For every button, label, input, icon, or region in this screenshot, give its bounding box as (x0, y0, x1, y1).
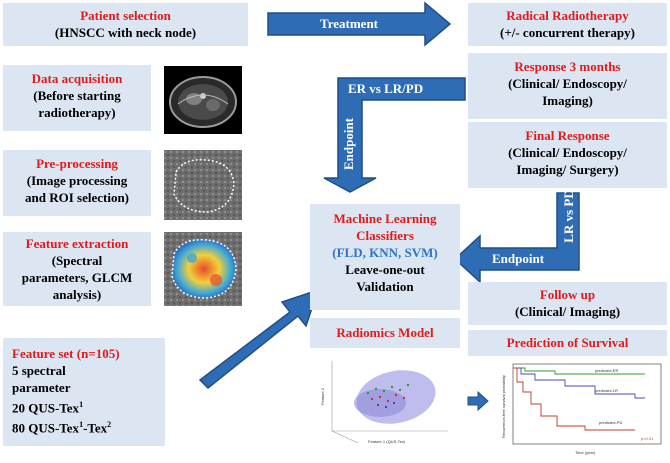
follow-up-box: Follow up (Clinical/ Imaging) (468, 282, 667, 325)
endpoint-label-1: Endpoint (341, 117, 356, 171)
ml-validation-line-1: Leave-one-out (345, 262, 425, 277)
radical-radiotherapy-title: Radical Radiotherapy (506, 8, 629, 23)
pre-processing-line-2: and ROI selection) (25, 190, 129, 205)
follow-up-title: Follow up (539, 287, 596, 302)
legend-lr: predicted-LR (595, 388, 618, 393)
patient-selection-title: Patient selection (80, 8, 171, 23)
data-acquisition-box: Data acquisition (Before starting radiot… (3, 65, 151, 131)
survival-plot: predicted-ER predicted-LR predicted-PD p… (495, 358, 665, 458)
parametric-map-image (164, 232, 242, 306)
ml-classifiers-list: (FLD, KNN, SVM) (332, 245, 438, 260)
feature-extraction-line-1: (Spectral (51, 253, 103, 268)
radiomics-scatter-plot: Feature 1 (QUS-Tex) Feature 2 (318, 355, 458, 447)
patient-selection-box: Patient selection (HNSCC with neck node) (3, 3, 248, 46)
pre-processing-title: Pre-processing (36, 156, 118, 171)
ct-scan-image (164, 66, 242, 134)
p-value-label: p=0.01 (641, 436, 654, 441)
response-3-months-box: Response 3 months (Clinical/ Endoscopy/ … (468, 53, 667, 119)
ml-classifiers-box: Machine Learning Classifiers (FLD, KNN, … (310, 204, 460, 310)
er-vs-lr-pd-label: ER vs LR/PD (348, 81, 424, 96)
treatment-arrow (267, 1, 452, 47)
survival-xlabel: Time (year) (575, 450, 596, 455)
legend-er: predicted-ER (595, 368, 618, 373)
pre-processing-line-1: (Image processing (26, 173, 128, 188)
lr-vs-pd-label: LR vs PD (561, 189, 576, 243)
prediction-survival-title: Prediction of Survival (506, 335, 629, 350)
scatter-ylabel: Feature 2 (320, 387, 325, 405)
ultrasound-roi-image (164, 150, 242, 220)
legend-pd: predicted-PD (599, 420, 622, 425)
data-acquisition-line-2: radiotherapy) (38, 105, 116, 120)
final-response-box: Final Response (Clinical/ Endoscopy/ Ima… (468, 122, 667, 188)
endpoint-elbow-arrow-right (453, 192, 580, 284)
final-response-line-1: (Clinical/ Endoscopy/ (508, 145, 627, 160)
feature-set-line-1: 5 spectral (12, 363, 66, 378)
radical-radiotherapy-box: Radical Radiotherapy (+/- concurrent the… (468, 3, 667, 46)
feature-set-title: Feature set (n=105) (12, 346, 120, 361)
feature-set-line-2: parameter (12, 380, 71, 395)
ml-title-line-2: Classifiers (356, 228, 414, 243)
feature-set-line-3: 20 QUS-Tex1 (12, 400, 84, 416)
final-response-title: Final Response (525, 128, 610, 143)
response-3-months-line-1: (Clinical/ Endoscopy/ (508, 76, 627, 91)
patient-selection-detail: (HNSCC with neck node) (54, 25, 197, 40)
scatter-xlabel: Feature 1 (QUS-Tex) (368, 439, 406, 444)
prediction-survival-box: Prediction of Survival (468, 330, 667, 356)
feature-set-line-4: 80 QUS-Tex1-Tex2 (12, 420, 112, 436)
radiomics-model-title: Radiomics Model (336, 325, 434, 340)
feature-extraction-line-2: parameters, GLCM (21, 270, 133, 285)
endpoint-elbow-arrow-left (323, 77, 466, 193)
response-3-months-title: Response 3 months (514, 59, 621, 74)
feature-extraction-title: Feature extraction (25, 236, 129, 251)
radical-radiotherapy-detail: (+/- concurrent therapy) (500, 25, 635, 40)
response-3-months-line-2: Imaging) (542, 93, 593, 108)
final-response-line-2: Imaging/ Surgery) (516, 162, 619, 177)
ml-validation-line-2: Validation (356, 279, 414, 294)
follow-up-detail: (Clinical/ Imaging) (514, 304, 621, 319)
radiomics-model-box: Radiomics Model (310, 318, 460, 348)
treatment-label: Treatment (320, 16, 378, 31)
endpoint-label-2: Endpoint (492, 251, 545, 266)
small-right-arrow (467, 390, 489, 412)
data-acquisition-line-1: (Before starting (33, 88, 121, 103)
feature-set-box: Feature set (n=105) 5 spectral parameter… (3, 338, 165, 446)
feature-extraction-line-3: analysis) (52, 287, 102, 302)
feature-extraction-box: Feature extraction (Spectral parameters,… (3, 232, 151, 306)
ml-title-line-1: Machine Learning (333, 211, 437, 226)
survival-ylabel: Recurrence-free survival probability (501, 375, 506, 438)
data-acquisition-title: Data acquisition (31, 71, 123, 86)
pre-processing-box: Pre-processing (Image processing and ROI… (3, 150, 151, 216)
